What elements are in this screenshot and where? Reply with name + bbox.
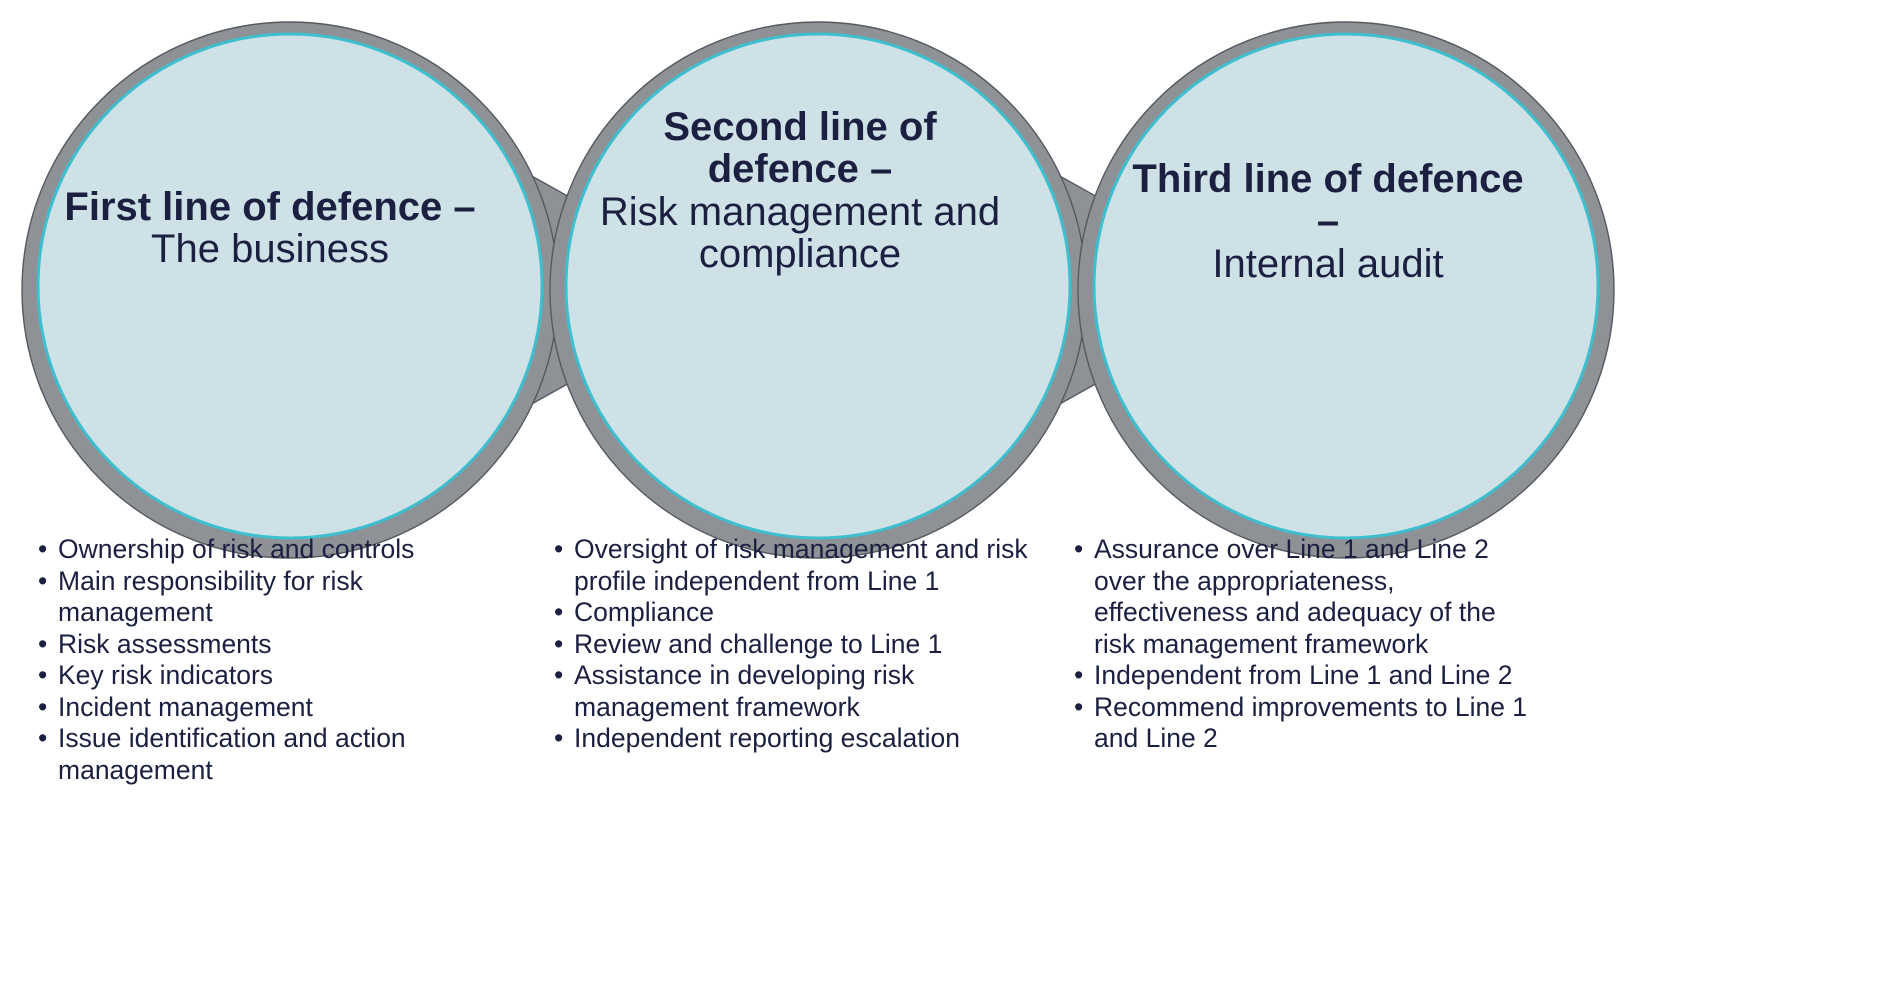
circle-line-2[interactable]: [549, 21, 1087, 559]
list-item: Compliance: [552, 597, 1032, 629]
circle-line-3[interactable]: [1077, 21, 1615, 559]
list-item: Independent reporting escalation: [552, 723, 1032, 755]
list-item: Issue identification and action manageme…: [36, 723, 506, 786]
list-item: Main responsibility for risk management: [36, 566, 506, 629]
list-item: Assurance over Line 1 and Line 2 over th…: [1072, 534, 1542, 660]
list-item: Key risk indicators: [36, 660, 506, 692]
list-item: Incident management: [36, 692, 506, 724]
list-item: Recommend improvements to Line 1 and Lin…: [1072, 692, 1542, 755]
bullet-list-line-1: Ownership of risk and controlsMain respo…: [36, 534, 506, 786]
bullet-list-line-3: Assurance over Line 1 and Line 2 over th…: [1072, 534, 1542, 755]
list-item: Independent from Line 1 and Line 2: [1072, 660, 1542, 692]
circle-line-1[interactable]: [21, 21, 559, 559]
bullet-items-line-1: Ownership of risk and controlsMain respo…: [36, 534, 506, 786]
list-item: Ownership of risk and controls: [36, 534, 506, 566]
list-item: Risk assessments: [36, 629, 506, 661]
bullet-items-line-2: Oversight of risk management and risk pr…: [552, 534, 1032, 755]
bullet-items-line-3: Assurance over Line 1 and Line 2 over th…: [1072, 534, 1542, 755]
list-item: Assistance in developing risk management…: [552, 660, 1032, 723]
list-item: Review and challenge to Line 1: [552, 629, 1032, 661]
list-item: Oversight of risk management and risk pr…: [552, 534, 1032, 597]
bullet-list-line-2: Oversight of risk management and risk pr…: [552, 534, 1032, 755]
